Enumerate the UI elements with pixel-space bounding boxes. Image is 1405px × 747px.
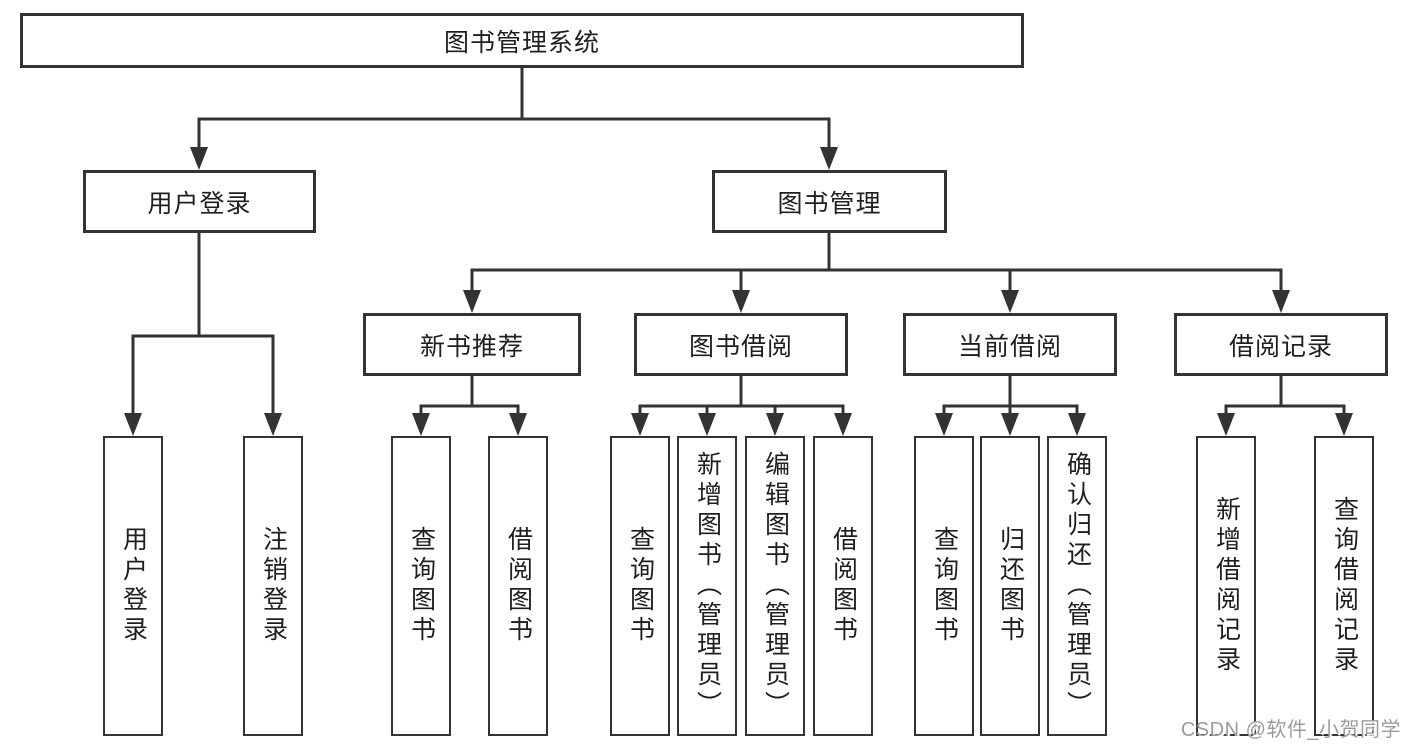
leaf-confirm-return-admin: 确认归还（管理员） [1047, 436, 1107, 736]
node-label: 用户登录 [119, 526, 148, 646]
node-library-management-system: 图书管理系统 [20, 13, 1024, 68]
arrowheads [124, 147, 1353, 436]
leaf-return-books: 归还图书 [980, 436, 1040, 736]
leaf-logout: 注销登录 [243, 436, 303, 736]
node-label: 编辑图书（管理员） [761, 451, 790, 721]
leaf-user-login: 用户登录 [103, 436, 163, 736]
leaf-add-books-admin: 新增图书（管理员） [677, 436, 737, 736]
node-label: 图书借阅 [688, 332, 793, 361]
node-label: 查询图书 [626, 526, 655, 646]
node-label: 新增借阅记录 [1212, 496, 1241, 676]
node-current-borrowing: 当前借阅 [903, 313, 1117, 376]
node-label: 注销登录 [259, 526, 288, 646]
node-book-borrowing: 图书借阅 [634, 313, 848, 376]
node-borrowing-records: 借阅记录 [1174, 313, 1388, 376]
node-label: 用户登录 [147, 189, 252, 218]
node-label: 新书推荐 [419, 332, 524, 361]
node-user-login: 用户登录 [83, 170, 316, 233]
node-book-management: 图书管理 [712, 170, 947, 233]
node-label: 查询图书 [930, 526, 959, 646]
node-label: 归还图书 [996, 526, 1025, 646]
node-label: 当前借阅 [957, 332, 1062, 361]
leaf-edit-books-admin: 编辑图书（管理员） [745, 436, 805, 736]
node-label: 借阅图书 [829, 526, 858, 646]
node-label: 查询图书 [407, 526, 436, 646]
leaf-add-borrow-record: 新增借阅记录 [1196, 436, 1256, 736]
node-label: 借阅图书 [504, 526, 533, 646]
node-label: 查询借阅记录 [1330, 496, 1359, 676]
leaf-query-books-recommend: 查询图书 [391, 436, 451, 736]
leaf-query-books-current: 查询图书 [914, 436, 974, 736]
csdn-watermark: CSDN @软件_小贺同学 [1180, 719, 1401, 741]
node-label: 借阅记录 [1228, 332, 1333, 361]
leaf-query-books-borrowing: 查询图书 [610, 436, 670, 736]
node-label: 图书管理 [777, 189, 882, 218]
node-label: 图书管理系统 [443, 28, 600, 57]
node-label: 确认归还（管理员） [1063, 451, 1092, 721]
leaf-borrow-books-recommend: 借阅图书 [488, 436, 548, 736]
leaf-borrow-books-borrowing: 借阅图书 [813, 436, 873, 736]
node-label: 新增图书（管理员） [693, 451, 722, 721]
node-new-book-recommendation: 新书推荐 [363, 313, 581, 376]
leaf-query-borrow-record: 查询借阅记录 [1314, 436, 1374, 736]
